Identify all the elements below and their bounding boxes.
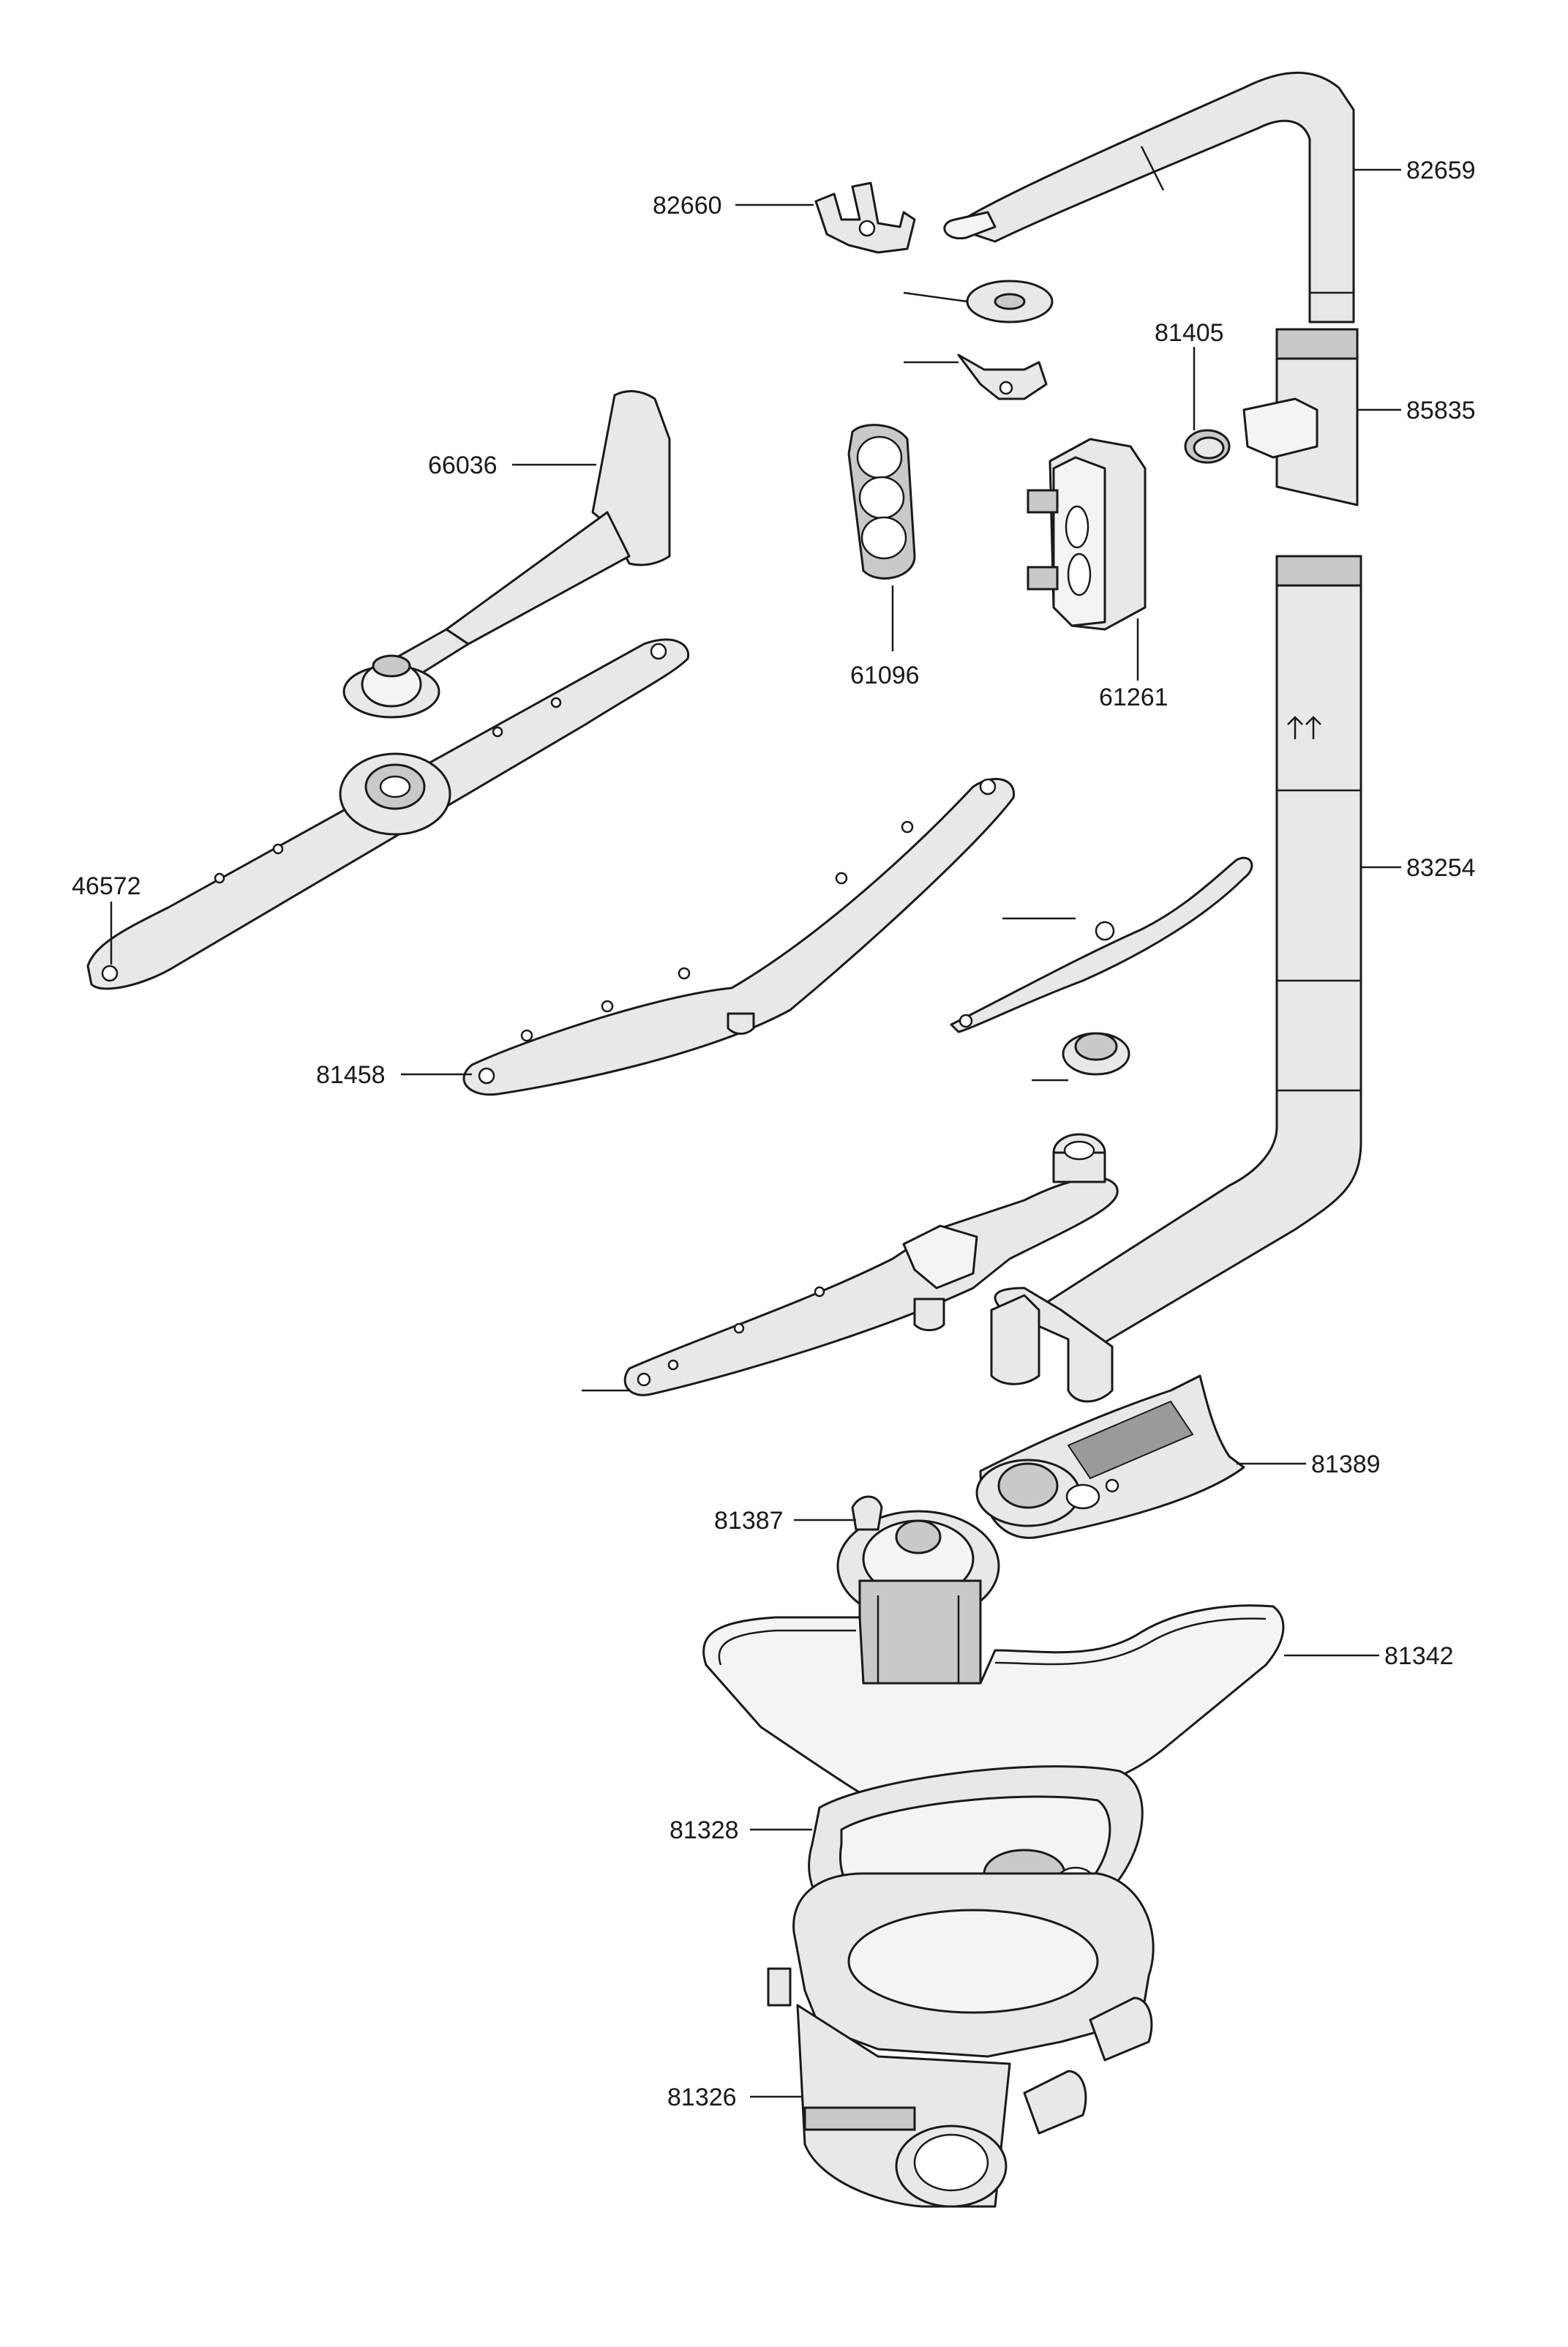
part-lower-spray-arm [623, 1133, 1119, 1396]
callout-61261: 61261 [1099, 684, 1169, 711]
callout-81405: 81405 [1155, 319, 1224, 347]
callout-81389: 81389 [1311, 1451, 1381, 1478]
part-81389-filter-plate [975, 1374, 1245, 1539]
callout-82660: 82660 [653, 192, 722, 220]
callout-61096: 61096 [850, 662, 920, 689]
part-gear [966, 280, 1054, 323]
callout-46572: 46572 [72, 872, 141, 900]
part-85835-connector [1242, 328, 1359, 506]
callout-82659: 82659 [1406, 157, 1476, 184]
part-81405-seal [1184, 429, 1231, 464]
leader-gear [903, 291, 968, 303]
part-46572-upper-spray-arm [86, 638, 690, 990]
callout-81342: 81342 [1384, 1642, 1454, 1670]
part-83254-main-tube [990, 555, 1362, 1403]
callout-81328: 81328 [669, 1816, 739, 1844]
callout-81387: 81387 [714, 1507, 784, 1535]
part-81326-sump [767, 1872, 1155, 2208]
part-66036-feed-arm [342, 390, 671, 719]
part-small-spray-arm [950, 856, 1253, 1033]
callout-81458: 81458 [316, 1061, 386, 1089]
part-nut [1062, 1032, 1130, 1076]
callout-81326: 81326 [667, 2084, 737, 2111]
callout-85835: 85835 [1406, 397, 1476, 424]
part-82660-clip [814, 181, 916, 254]
part-82659-upper-tube [943, 71, 1355, 323]
part-61096-gasket [847, 424, 916, 580]
part-61261-housing [1027, 438, 1147, 631]
callout-66036: 66036 [428, 452, 498, 479]
part-bracket [957, 353, 1048, 400]
part-81458-middle-spray-arm [462, 777, 1015, 1096]
callout-83254: 83254 [1406, 854, 1476, 882]
